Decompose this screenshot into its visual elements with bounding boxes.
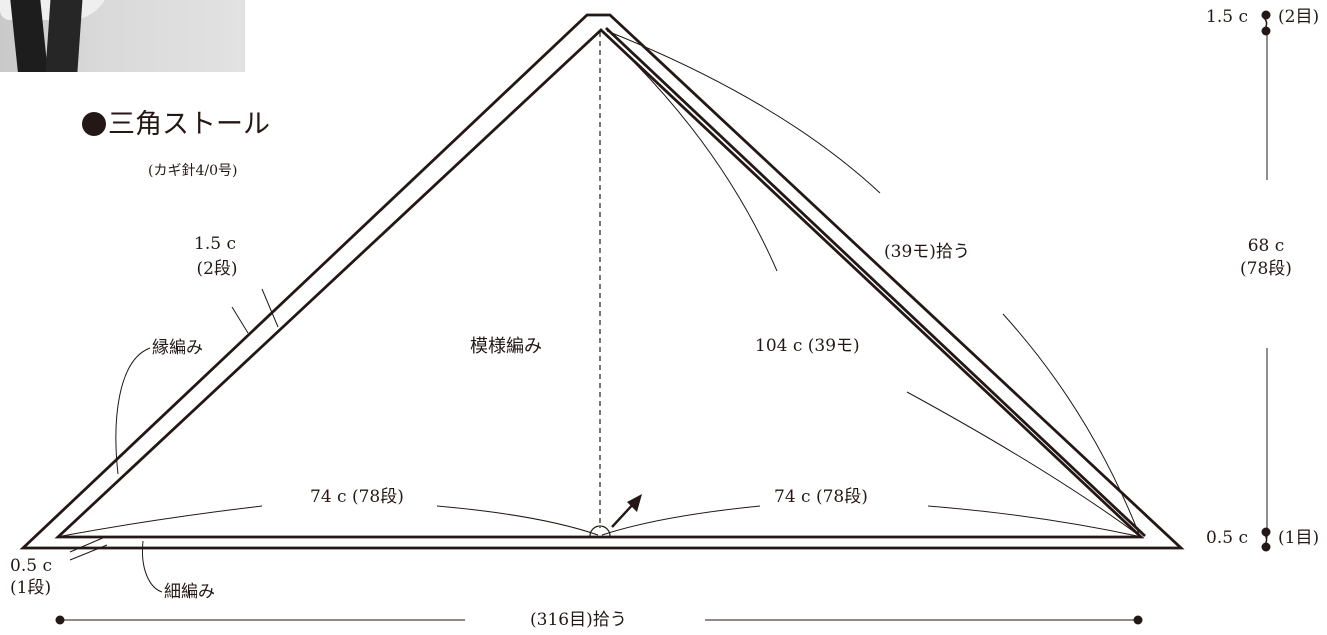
right-dot-a xyxy=(1261,10,1271,20)
title-text: 三角ストール xyxy=(108,109,270,140)
half-right-label: 74 c (78段) xyxy=(774,487,868,507)
edge-width-top: 1.5 c xyxy=(194,234,236,254)
dim-pickup-b xyxy=(1002,313,1140,535)
right-dot-b xyxy=(1261,26,1271,36)
hook-size: (カギ針4/0号) xyxy=(148,163,238,179)
right-top-width: 1.5 c xyxy=(1206,7,1248,27)
right-top-stitches: (2目) xyxy=(1278,7,1320,27)
bottom-rows-label: (1段) xyxy=(10,578,52,598)
right-bottom-stitches: (1目) xyxy=(1278,528,1320,548)
leader-bottom-b xyxy=(69,544,108,561)
edge-rows-top: (2段) xyxy=(196,259,238,279)
height-label: 68 c xyxy=(1247,236,1285,256)
half-left-label: 74 c (78段) xyxy=(310,487,404,507)
pickup-dot-left xyxy=(55,615,65,625)
outer-triangle xyxy=(19,13,1185,550)
pickup-dot-right xyxy=(1133,615,1143,625)
dim-right-b xyxy=(927,505,1138,537)
height-rows-label: (78段) xyxy=(1240,259,1292,279)
arrow-head xyxy=(627,494,642,512)
leader-edging xyxy=(115,347,151,475)
model-photo xyxy=(0,0,245,72)
inner-triangle xyxy=(54,28,1145,539)
leader-bottom-a xyxy=(69,536,106,553)
bottom-width-label: 0.5 c xyxy=(10,556,52,576)
leader-edge-top-a xyxy=(231,306,249,334)
pickup-bottom-label: (316目)拾う xyxy=(530,610,627,630)
right-dot-c xyxy=(1261,527,1271,537)
diagram-title: 三角ストール xyxy=(82,109,270,140)
dim-hyp-b xyxy=(906,391,1138,535)
dim-left-a xyxy=(61,505,263,537)
leader-sc xyxy=(141,540,163,593)
edge-band-line xyxy=(605,26,1146,538)
dim-left-b xyxy=(436,505,599,536)
bullet-dot xyxy=(82,112,106,136)
right-dot-d xyxy=(1261,542,1271,552)
pattern-label: 模様編み xyxy=(470,336,542,357)
leader-edge-top-b xyxy=(261,288,279,328)
dim-right-a xyxy=(601,505,761,536)
edging-label: 縁編み xyxy=(152,338,203,358)
right-bottom-width: 0.5 c xyxy=(1206,528,1248,548)
hypotenuse-label: 104 c (39モ) xyxy=(755,336,860,356)
pickup-side-label: (39モ)拾う xyxy=(884,242,970,262)
dim-pickup-a xyxy=(606,30,881,194)
single-crochet-label: 細編み xyxy=(164,582,215,602)
dim-hyp-a xyxy=(602,31,778,272)
